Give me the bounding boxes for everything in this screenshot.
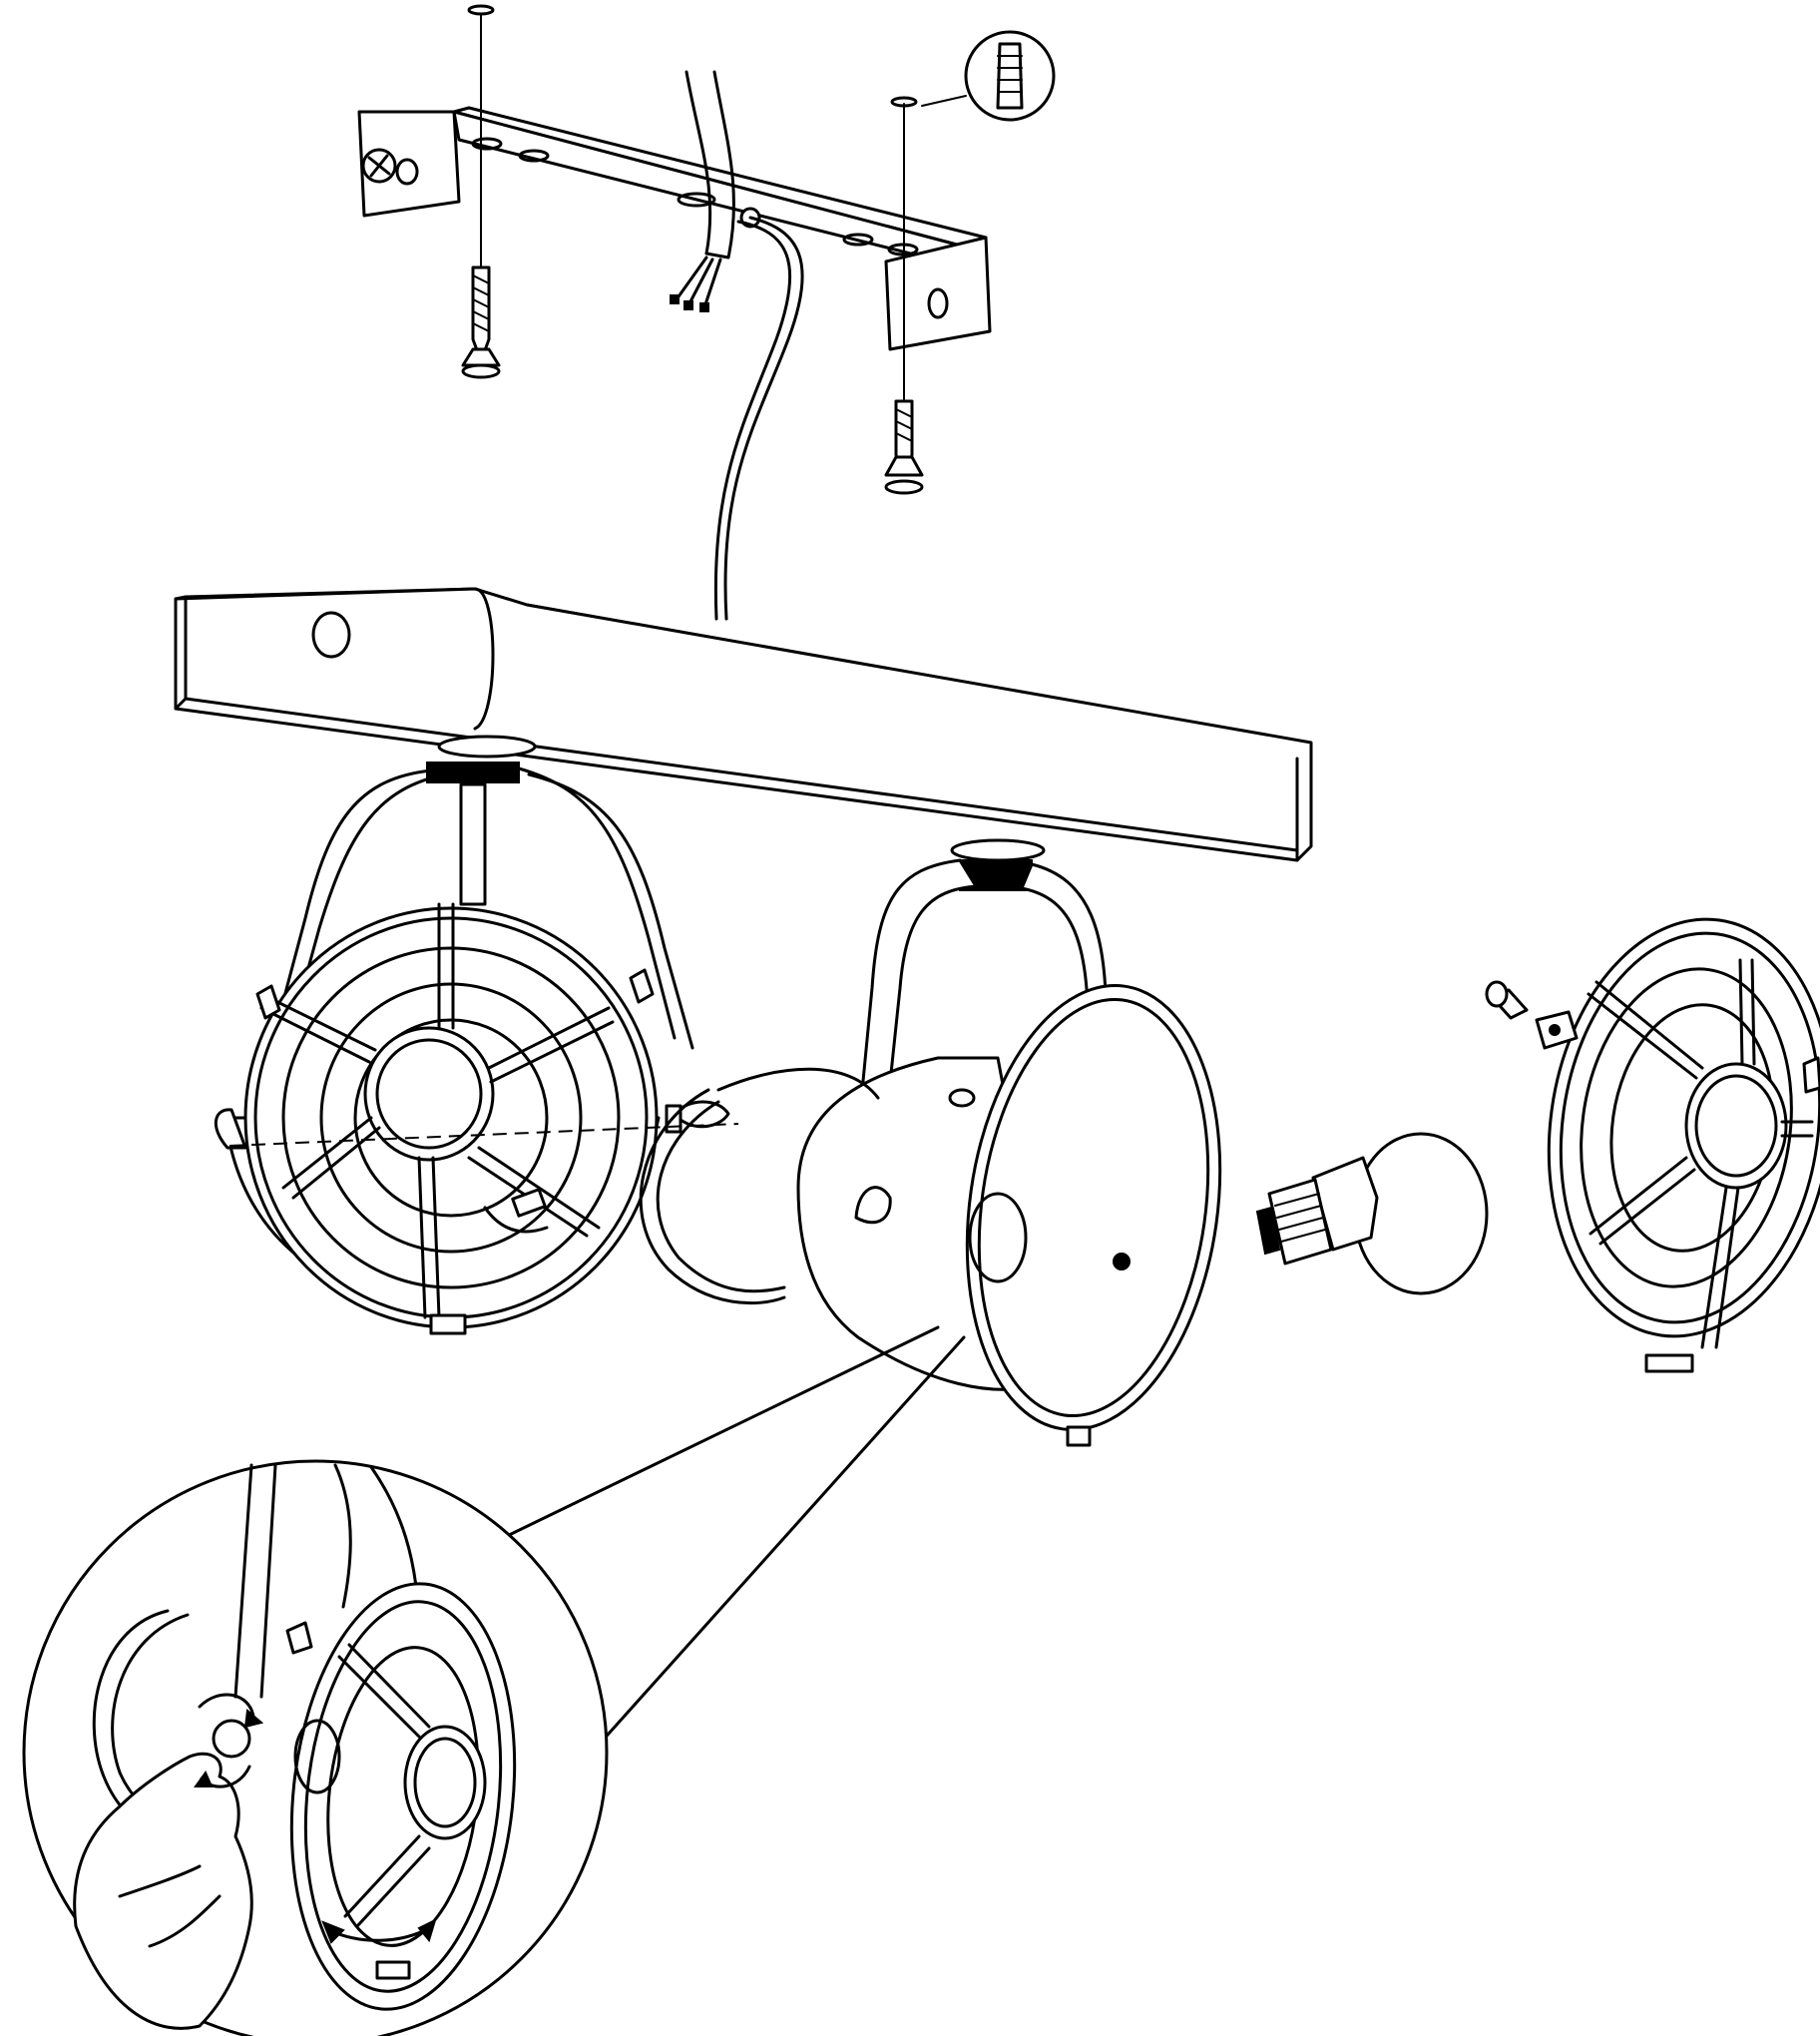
- wire-guard: [1547, 917, 1820, 1373]
- ceiling-screw: [461, 4, 501, 379]
- spotlight-1: [214, 735, 739, 1335]
- ceiling-screw: [884, 96, 924, 495]
- spotlight-2: [796, 838, 1222, 1447]
- mounting-bracket: [357, 106, 992, 351]
- light-bulb: [1255, 1132, 1489, 1295]
- detail-magnifier: [22, 1325, 966, 2036]
- bidirectional-arrow-icon: [321, 1918, 437, 1944]
- earth-wire: [713, 216, 804, 621]
- supply-cable: [639, 1067, 880, 1305]
- wall-plug: [921, 30, 1056, 122]
- canopy: [174, 587, 1313, 862]
- rotate-arrow-icon: [194, 1693, 264, 1788]
- guard-fixing-screw: [1485, 980, 1579, 1050]
- supply-cable: [670, 70, 735, 312]
